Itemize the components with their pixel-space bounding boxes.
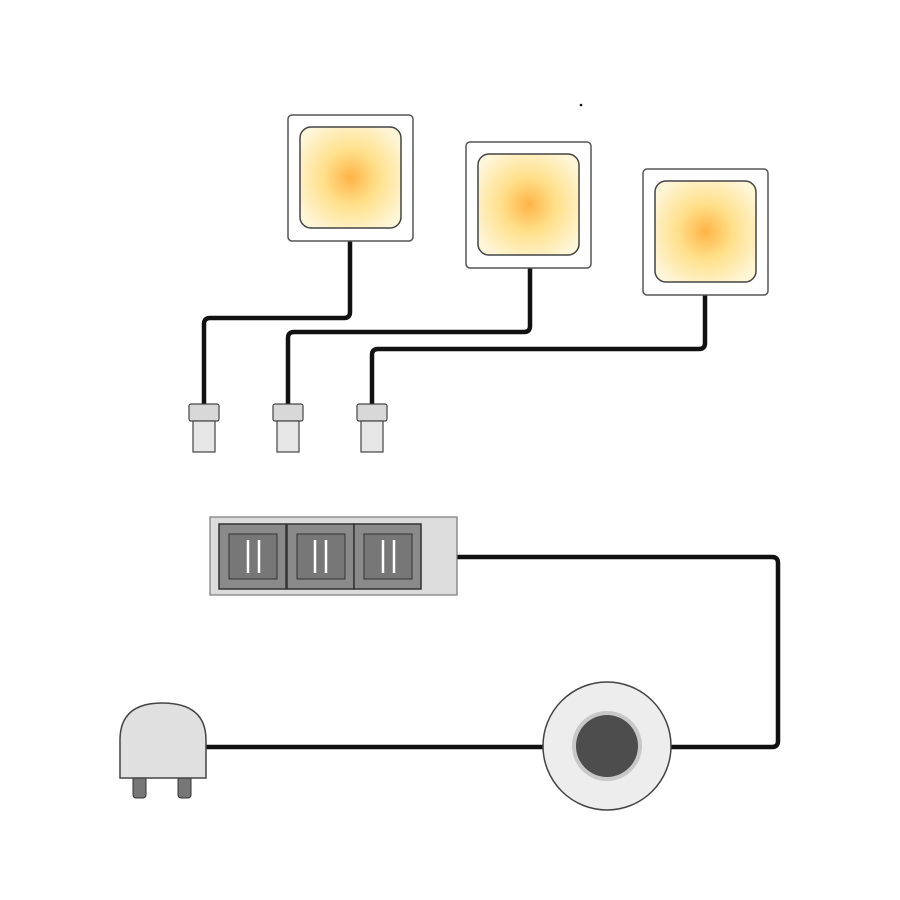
connector-plug-2 bbox=[272, 403, 304, 453]
distributor-socket-3 bbox=[353, 523, 422, 590]
led-light-3 bbox=[642, 168, 769, 296]
cable-light-2 bbox=[285, 265, 533, 407]
stray-dot bbox=[579, 103, 583, 107]
switch-knob bbox=[576, 715, 638, 777]
plug-pin-right bbox=[177, 775, 192, 799]
distributor-block bbox=[209, 516, 458, 596]
cables bbox=[201, 239, 781, 750]
connector-plug-1 bbox=[188, 403, 220, 453]
led-light-1 bbox=[287, 114, 414, 242]
led-light-2 bbox=[465, 141, 592, 269]
round-switch bbox=[542, 681, 672, 811]
plug-body bbox=[119, 702, 207, 779]
plug-pin-left bbox=[132, 775, 147, 799]
connector-plug-3 bbox=[356, 403, 388, 453]
mains-plug bbox=[119, 702, 207, 799]
distributor-socket-1 bbox=[218, 523, 287, 590]
cable-light-1 bbox=[201, 239, 353, 407]
distributor-socket-2 bbox=[286, 523, 355, 590]
led-panel bbox=[654, 180, 757, 283]
cable-light-3 bbox=[369, 293, 708, 407]
led-panel bbox=[477, 153, 580, 256]
led-panel bbox=[299, 126, 402, 229]
cable-distributor-to-switch bbox=[453, 554, 781, 750]
